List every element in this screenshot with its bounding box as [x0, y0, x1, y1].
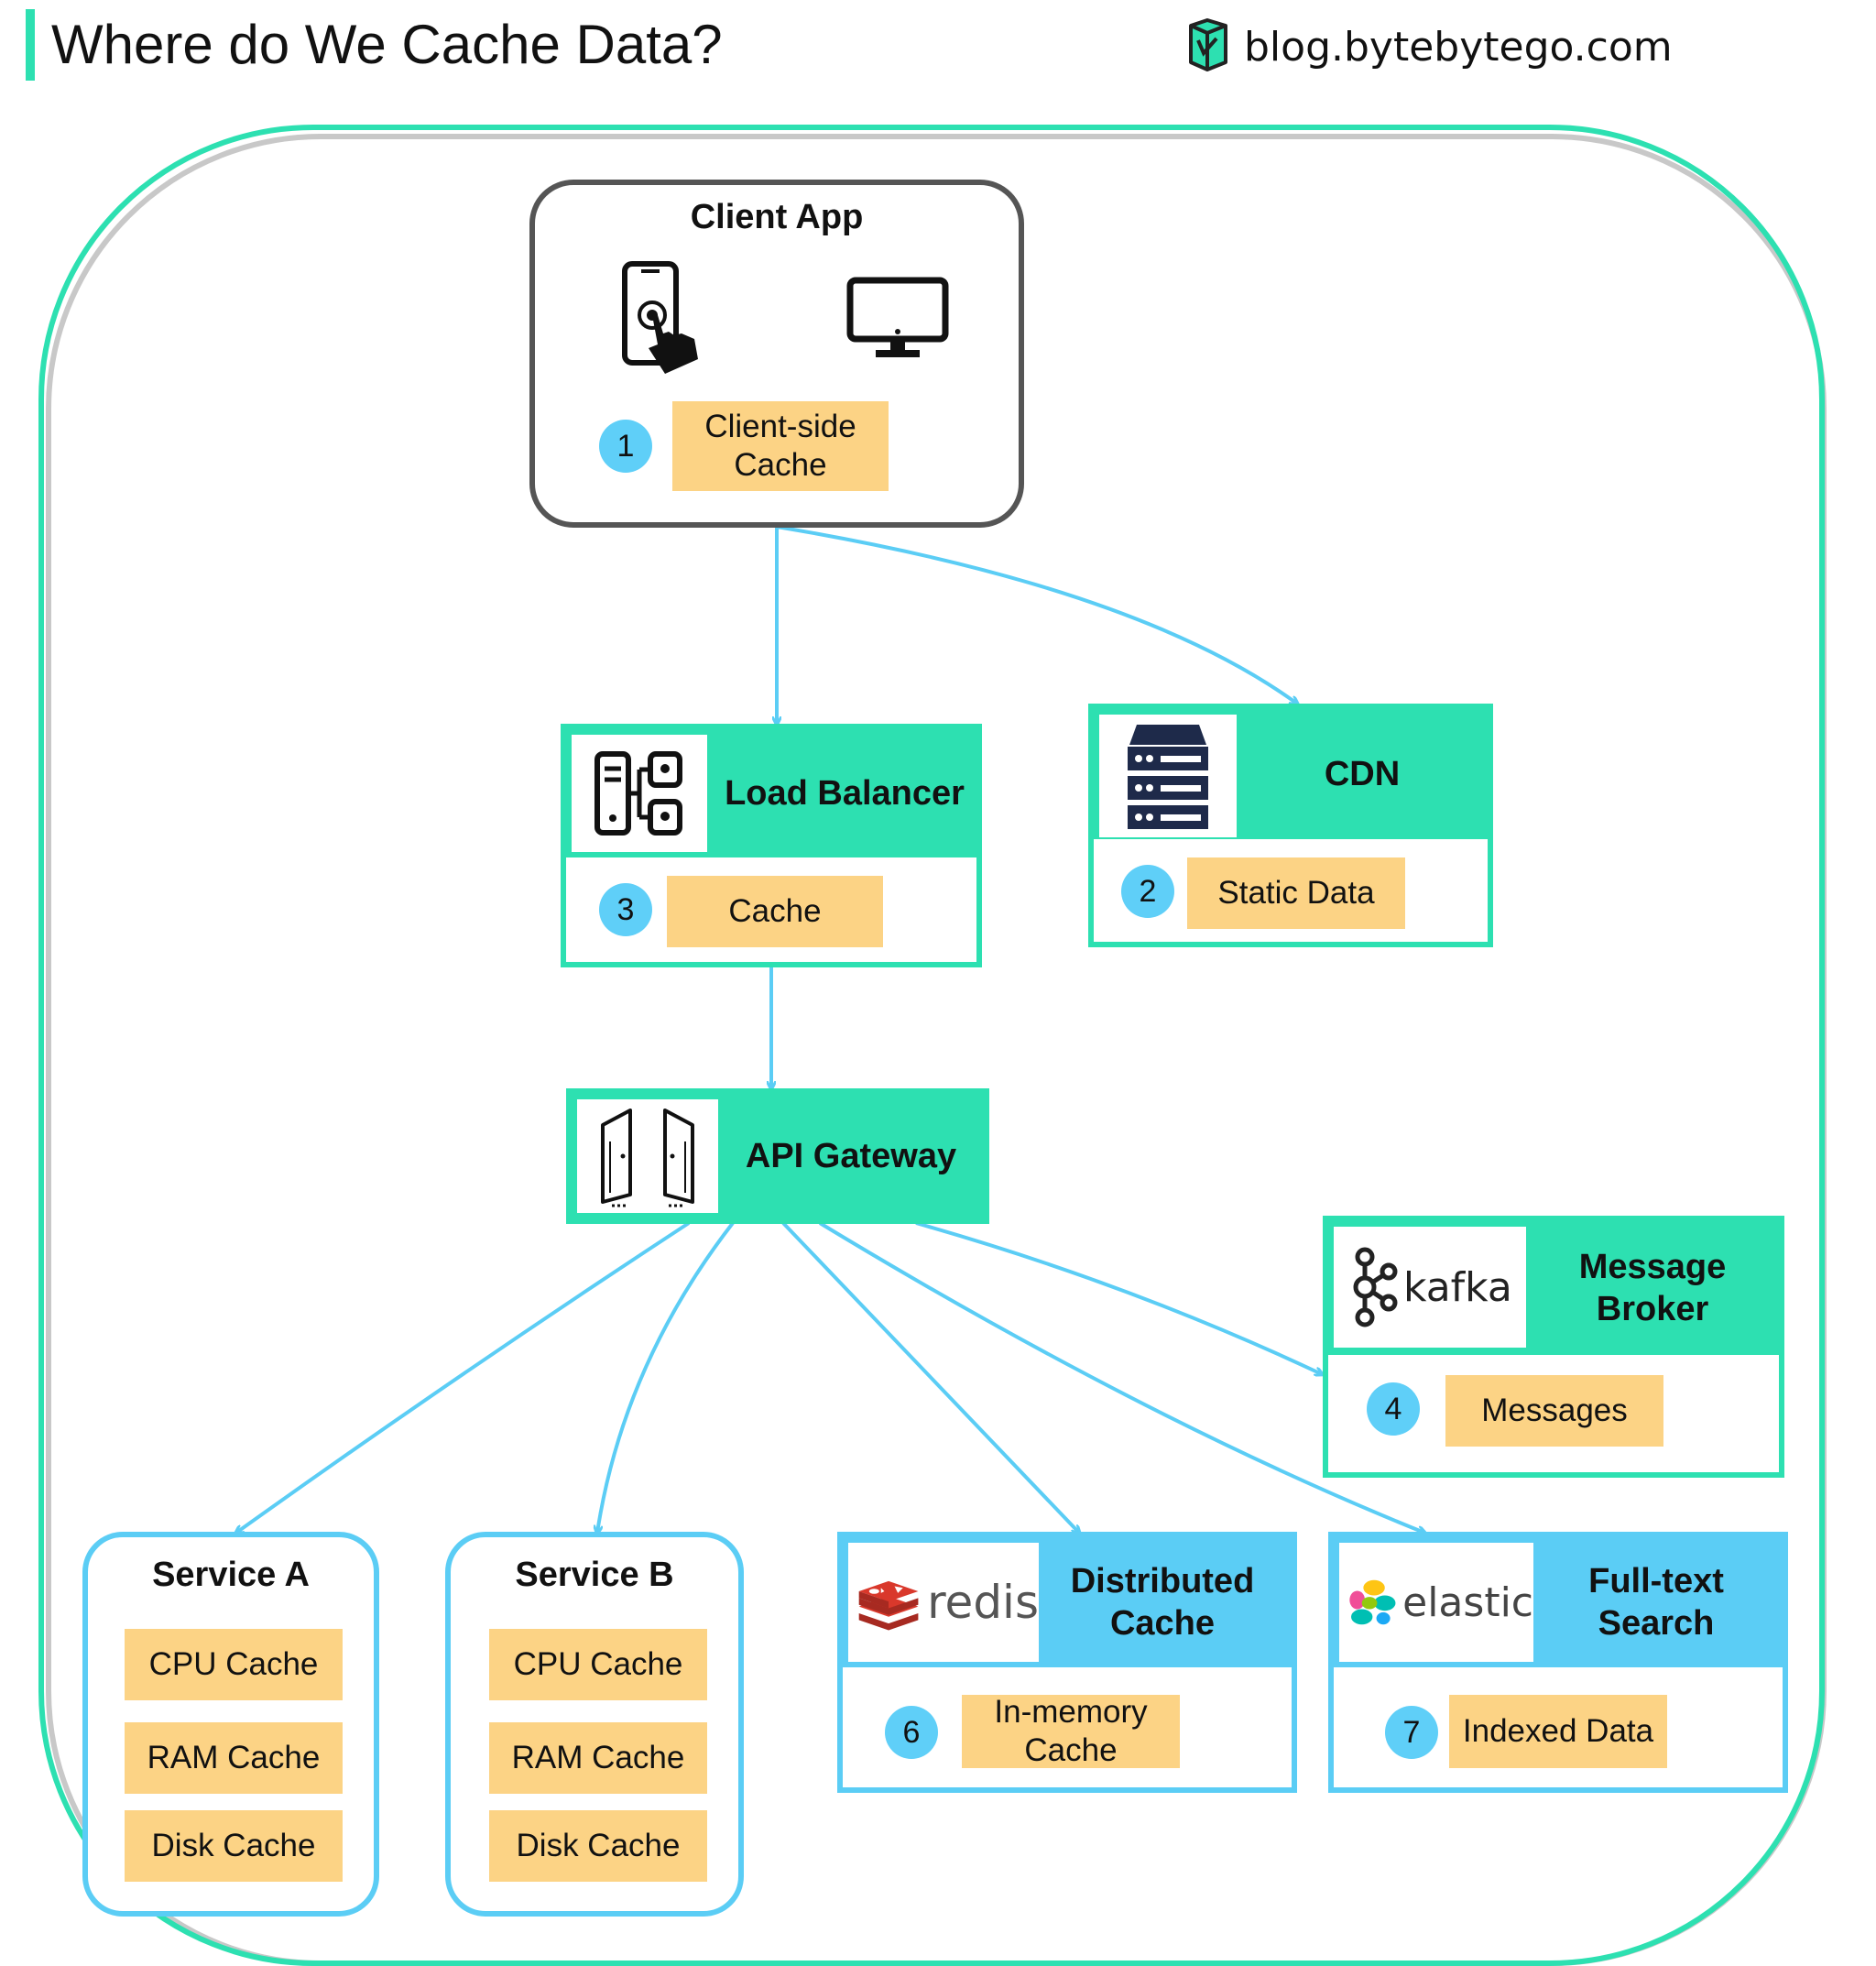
redis-logo: redis — [848, 1543, 1039, 1662]
cache-number-badge-7: 7 — [1385, 1706, 1438, 1759]
client-app-box: Client App 1 Client-side Cache — [529, 180, 1024, 528]
service-a-cpu-cache: CPU Cache — [125, 1629, 343, 1700]
service-a-title: Service A — [152, 1556, 310, 1594]
client-app-title: Client App — [690, 198, 864, 236]
elastic-icon — [1349, 1579, 1396, 1625]
service-a-disk-cache: Disk Cache — [125, 1810, 343, 1882]
message-broker-box: Message Broker kafka 4 Messages — [1323, 1216, 1784, 1478]
desktop-monitor-icon — [846, 277, 949, 361]
cache-number-badge-2: 2 — [1121, 865, 1174, 918]
load-balancer-cache: Cache — [667, 876, 883, 947]
service-a-ram-cache: RAM Cache — [125, 1722, 343, 1794]
gate-icon — [577, 1099, 718, 1213]
elastic-logo: elastic — [1339, 1543, 1533, 1662]
service-b-box: Service B CPU Cache RAM Cache Disk Cache — [445, 1532, 744, 1917]
service-b-ram-cache: RAM Cache — [489, 1722, 707, 1794]
redis-wordmark: redis — [927, 1576, 1039, 1629]
cache-number-badge-1: 1 — [599, 420, 652, 473]
bytebytego-logo-icon — [1185, 16, 1231, 73]
api-gateway-box: API Gateway — [566, 1088, 989, 1224]
fulltext-indexed-data: Indexed Data — [1449, 1695, 1667, 1768]
client-side-cache: Client-side Cache — [672, 401, 889, 491]
arrow-gateway-to-service-b — [597, 1221, 735, 1533]
distributed-cache-box: Distributed Cache redis 6 In-memory Cach… — [837, 1532, 1297, 1793]
server-rack-icon — [1099, 715, 1237, 837]
service-b-cpu-cache: CPU Cache — [489, 1629, 707, 1700]
service-b-disk-cache: Disk Cache — [489, 1810, 707, 1882]
cdn-box: CDN 2 Static Data — [1088, 704, 1493, 947]
mobile-touch-icon — [621, 260, 713, 379]
kafka-icon — [1353, 1247, 1398, 1327]
distributed-in-memory-cache: In-memory Cache — [962, 1694, 1180, 1768]
arrow-gateway-to-redis — [781, 1221, 1079, 1533]
redis-icon — [858, 1580, 919, 1631]
service-b-title: Service B — [515, 1556, 674, 1594]
service-a-box: Service A CPU Cache RAM Cache Disk Cache — [82, 1532, 379, 1917]
arrow-client-to-cdn — [776, 525, 1297, 704]
kafka-logo: kafka — [1334, 1227, 1526, 1348]
load-balancer-icon — [572, 735, 707, 852]
brand-url[interactable]: blog.bytebytego.com — [1244, 24, 1673, 71]
cache-number-badge-4: 4 — [1367, 1382, 1420, 1436]
elastic-wordmark: elastic — [1402, 1578, 1533, 1626]
page-title: Where do We Cache Data? — [51, 14, 723, 75]
connector-arrows — [0, 525, 1876, 1876]
cdn-static-data: Static Data — [1187, 857, 1405, 929]
kafka-wordmark: kafka — [1403, 1263, 1512, 1311]
cache-number-badge-3: 3 — [599, 883, 652, 936]
message-broker-messages: Messages — [1445, 1375, 1663, 1447]
title-accent-bar — [26, 9, 35, 81]
cache-number-badge-6: 6 — [885, 1706, 938, 1759]
fulltext-search-box: Full-text Search elastic 7 Indexed Data — [1328, 1532, 1788, 1793]
arrow-gateway-to-elastic — [818, 1221, 1424, 1533]
arrow-gateway-to-kafka — [915, 1221, 1322, 1374]
load-balancer-box: Load Balancer 3 Cache — [561, 724, 982, 967]
arrow-gateway-to-service-a — [236, 1221, 691, 1533]
